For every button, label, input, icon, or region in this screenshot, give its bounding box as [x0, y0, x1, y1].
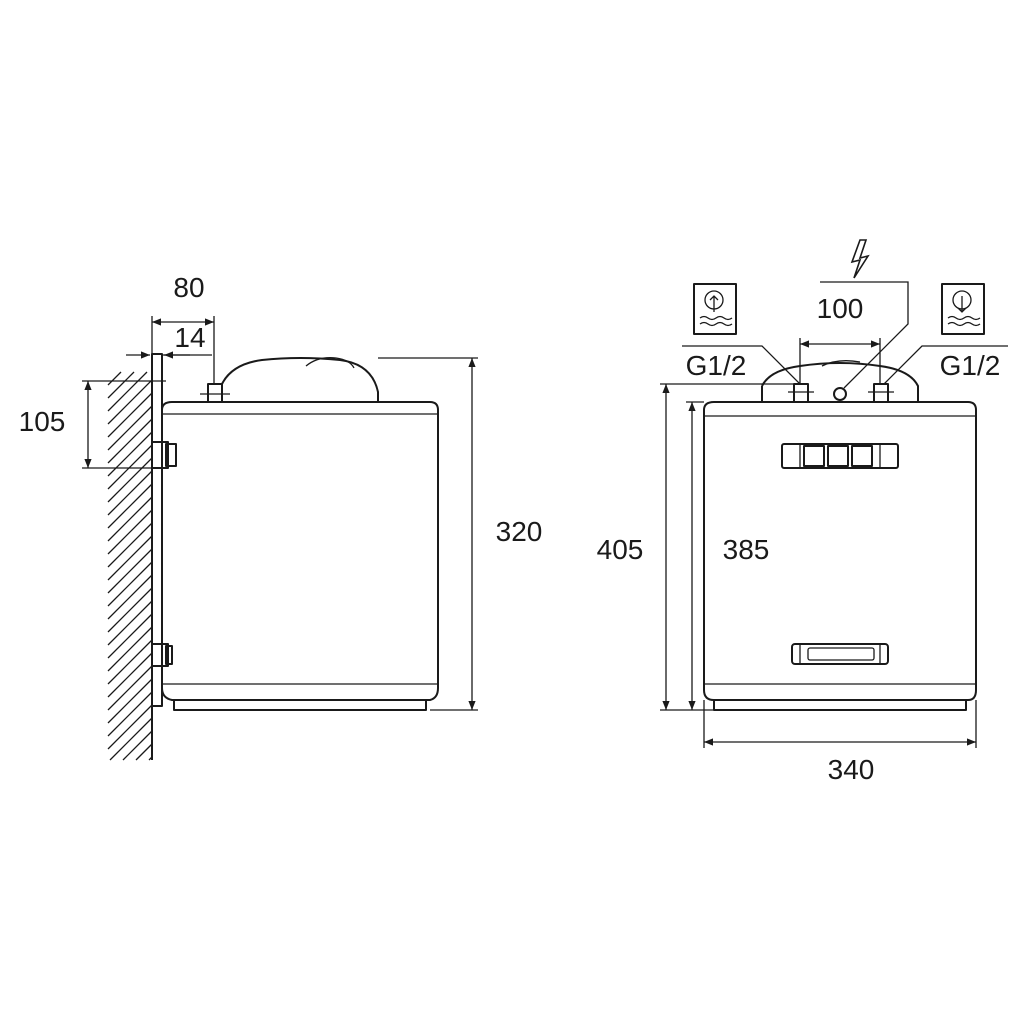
- hatch-line: [107, 613, 153, 659]
- hatch-line: [107, 392, 153, 438]
- wall: [107, 371, 153, 761]
- hatch-line: [107, 704, 153, 750]
- side-view: 80 14 105 320: [19, 272, 543, 761]
- hatch-line: [107, 483, 153, 529]
- hatch-line: [135, 743, 153, 761]
- lower-bracket: [151, 643, 173, 667]
- bottom-handle: [791, 643, 889, 665]
- hatch-line: [107, 639, 153, 685]
- dimension-385-label: 385: [723, 534, 770, 565]
- hatch-line: [107, 665, 153, 711]
- dimension-405-label: 405: [597, 534, 644, 565]
- hatch-line: [107, 652, 153, 698]
- hatch-line: [107, 522, 153, 568]
- dimension-105-label: 105: [19, 406, 66, 437]
- thread-right: G1/2: [883, 345, 1008, 385]
- hatch-line: [107, 457, 153, 503]
- hatch-line: [107, 405, 153, 451]
- dimension-320-label: 320: [496, 516, 543, 547]
- side-tank-body: [161, 357, 439, 711]
- hatch-line: [107, 678, 153, 724]
- hatch-line: [107, 626, 153, 672]
- hatch-line: [107, 431, 153, 477]
- hatch-line: [107, 371, 135, 399]
- hatch-line: [107, 509, 153, 555]
- hatch-line: [107, 379, 153, 425]
- lightning-icon: [850, 239, 870, 279]
- hatch-line: [107, 548, 153, 594]
- water-outlet-icon: [693, 283, 737, 335]
- control-panel: [781, 443, 899, 469]
- hatch-line: [107, 574, 153, 620]
- dimension-405: 405: [597, 383, 794, 711]
- dimension-80-label: 80: [173, 272, 204, 303]
- hatch-line: [148, 756, 153, 761]
- dimension-14: 14: [126, 322, 212, 359]
- dimension-100-label: 100: [817, 293, 864, 324]
- front-tank-body: [703, 360, 977, 711]
- power-leader: [820, 281, 909, 389]
- hatch-line: [107, 371, 148, 412]
- upper-bracket: [151, 441, 177, 469]
- dimension-340: 340: [703, 700, 977, 785]
- hatch-line: [107, 561, 153, 607]
- dimension-340-label: 340: [828, 754, 875, 785]
- hatch-line: [107, 587, 153, 633]
- dimension-320: 320: [378, 357, 543, 711]
- dimension-385: 385: [686, 401, 770, 710]
- thread-right-label: G1/2: [940, 350, 1001, 381]
- wall-hatching: [107, 371, 153, 761]
- front-view: 100 G1/2 G1/2: [597, 239, 1008, 785]
- dimension-14-label: 14: [174, 322, 205, 353]
- hatch-line: [107, 470, 153, 516]
- hatch-line: [107, 418, 153, 464]
- mounting-rail: [151, 353, 163, 707]
- water-inlet-icon: [941, 283, 985, 335]
- dimension-80: 80: [151, 272, 215, 384]
- thread-left-label: G1/2: [686, 350, 747, 381]
- dimension-105: 105: [19, 380, 166, 469]
- hatch-line: [107, 371, 122, 386]
- hatch-line: [107, 496, 153, 542]
- hatch-line: [109, 717, 153, 761]
- hatch-line: [107, 691, 153, 737]
- hatch-line: [107, 444, 153, 490]
- hatch-line: [122, 730, 153, 761]
- dimension-100: 100: [799, 293, 881, 384]
- hatch-line: [107, 535, 153, 581]
- hatch-line: [107, 600, 153, 646]
- thread-left: G1/2: [682, 345, 801, 385]
